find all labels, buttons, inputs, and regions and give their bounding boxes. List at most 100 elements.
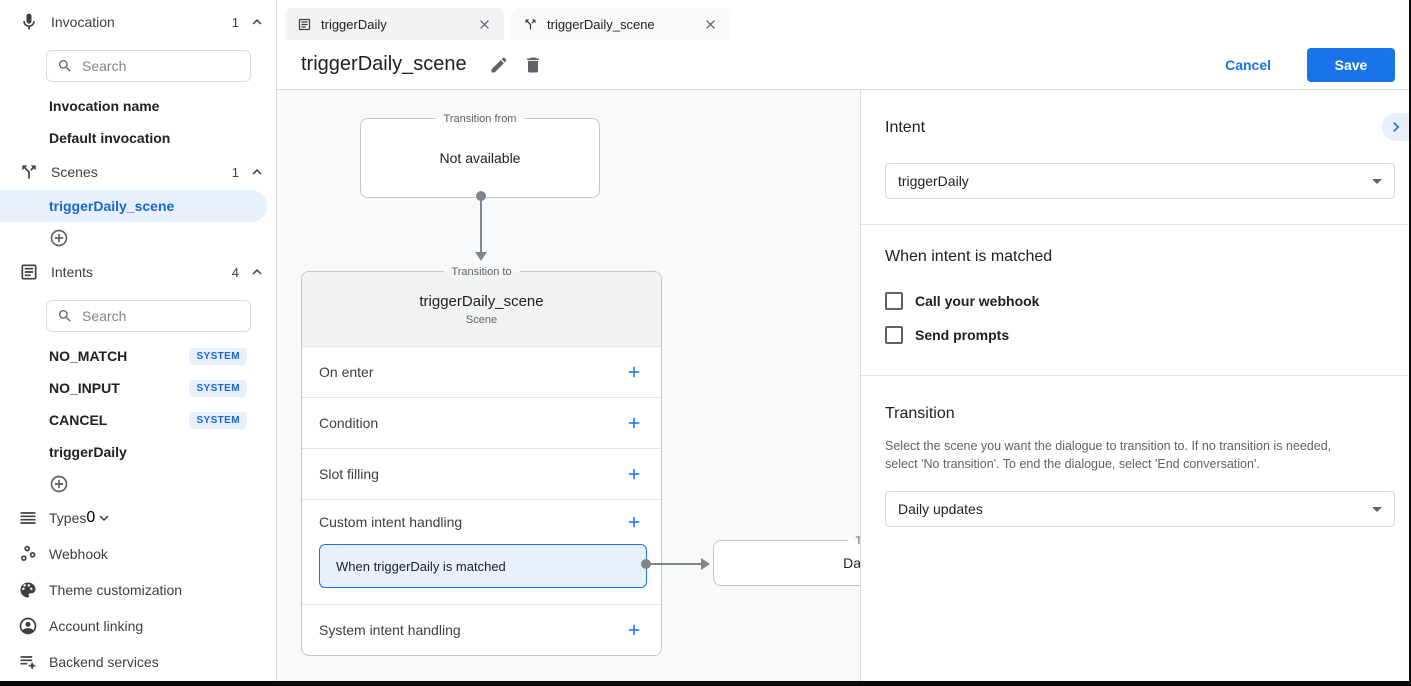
sidebar-section-intents[interactable]: Intents 4 — [0, 256, 276, 288]
row-label: Slot filling — [319, 466, 379, 482]
sidebar-item-no-input[interactable]: NO_INPUT SYSTEM — [0, 372, 276, 404]
sidebar-section-invocation[interactable]: Invocation 1 — [0, 6, 276, 38]
intent-select-value: triggerDaily — [898, 173, 969, 189]
chevron-up-icon — [248, 263, 266, 281]
custom-intent-row[interactable]: Custom intent handling — [302, 500, 661, 544]
system-badge: SYSTEM — [189, 347, 247, 365]
backend-services-icon — [18, 652, 38, 672]
connector-line — [649, 563, 701, 565]
scene-row-on-enter[interactable]: On enter — [302, 346, 661, 397]
search-icon — [57, 58, 73, 74]
delete-icon[interactable] — [523, 55, 543, 75]
search-input[interactable] — [82, 308, 222, 324]
node-content: Daily updates — [843, 555, 860, 571]
sidebar-item-default-invocation[interactable]: Default invocation — [0, 122, 276, 154]
connector-arrow-icon — [475, 252, 487, 261]
save-button[interactable]: Save — [1307, 47, 1395, 82]
search-input[interactable] — [82, 58, 222, 74]
call-webhook-checkbox-row[interactable]: Call your webhook — [885, 292, 1395, 310]
sidebar-item-no-match[interactable]: NO_MATCH SYSTEM — [0, 340, 276, 372]
scene-node-title: triggerDaily_scene — [419, 292, 544, 310]
cancel-button[interactable]: Cancel — [1225, 56, 1271, 73]
section-label: Types — [49, 510, 87, 526]
checkbox-unchecked[interactable] — [885, 292, 903, 310]
sidebar-item-triggerdaily-intent[interactable]: triggerDaily — [0, 436, 276, 468]
scene-node: Transition to triggerDaily_scene Scene O… — [301, 264, 662, 656]
transition-from-node: Transition from Not available — [360, 111, 600, 198]
item-label: Account linking — [49, 618, 144, 634]
invocation-search[interactable] — [46, 50, 251, 82]
sidebar-item-triggerdaily-scene[interactable]: triggerDaily_scene — [0, 190, 267, 222]
item-label: CANCEL — [49, 412, 108, 428]
sidebar-item-cancel-intent[interactable]: CANCEL SYSTEM — [0, 404, 276, 436]
scene-row-slot-filling[interactable]: Slot filling — [302, 448, 661, 499]
intent-icon — [18, 262, 40, 282]
scene-row-system-intent-handling[interactable]: System intent handling — [302, 604, 661, 655]
matched-heading: When intent is matched — [885, 248, 1053, 265]
sidebar: Invocation 1 Invocation name Default inv… — [0, 0, 277, 681]
tab-triggerdaily-scene[interactable]: triggerDaily_scene — [511, 8, 730, 40]
item-label: triggerDaily — [49, 444, 127, 460]
add-icon[interactable] — [625, 621, 643, 639]
system-badge: SYSTEM — [189, 411, 247, 429]
row-label: Condition — [319, 415, 379, 431]
connector-line — [480, 196, 482, 252]
intent-select[interactable]: triggerDaily — [885, 163, 1395, 199]
sidebar-item-account-linking[interactable]: Account linking — [0, 608, 276, 644]
node-legend: Transition to — [847, 533, 860, 549]
sidebar-item-webhook[interactable]: Webhook — [0, 536, 276, 572]
collapse-panel-button[interactable] — [1382, 113, 1409, 141]
sidebar-section-scenes[interactable]: Scenes 1 — [0, 156, 276, 188]
item-label: Theme customization — [49, 582, 183, 598]
section-count: 0 — [86, 509, 96, 526]
transition-description: Select the scene you want the dialogue t… — [885, 439, 1332, 471]
chevron-down-icon — [95, 509, 113, 527]
item-label: Invocation name — [49, 98, 160, 114]
intent-heading: Intent — [885, 119, 926, 136]
transition-target-node[interactable]: Transition to Daily updates — [713, 533, 860, 586]
item-label: Webhook — [49, 546, 108, 562]
system-badge: SYSTEM — [189, 379, 247, 397]
scene-row-condition[interactable]: Condition — [302, 397, 661, 448]
add-icon[interactable] — [625, 363, 643, 381]
add-icon[interactable] — [625, 513, 643, 531]
scene-node-header[interactable]: triggerDaily_scene Scene — [302, 272, 661, 346]
intents-search[interactable] — [46, 300, 251, 332]
item-label: Default invocation — [49, 130, 171, 146]
divider — [861, 375, 1409, 376]
send-prompts-checkbox-row[interactable]: Send prompts — [885, 326, 1395, 344]
item-label: triggerDaily_scene — [49, 198, 175, 214]
add-icon[interactable] — [625, 414, 643, 432]
chevron-right-icon — [1386, 117, 1406, 137]
transition-select-value: Daily updates — [898, 501, 983, 517]
transition-select[interactable]: Daily updates — [885, 491, 1395, 527]
add-circle-icon — [49, 474, 69, 494]
add-scene-button[interactable] — [0, 222, 276, 254]
types-icon — [18, 508, 38, 528]
scene-canvas: Transition from Not available Transition… — [277, 90, 860, 681]
scene-node-subtitle: Scene — [465, 313, 498, 326]
tab-label: triggerDaily_scene — [547, 16, 655, 32]
tab-triggerdaily[interactable]: triggerDaily — [285, 8, 504, 40]
matched-intent-item[interactable]: When triggerDaily is matched — [319, 544, 647, 588]
sidebar-item-backend-services[interactable]: Backend services — [0, 644, 276, 680]
checkbox-unchecked[interactable] — [885, 326, 903, 344]
checkbox-label: Send prompts — [915, 327, 1010, 343]
close-icon[interactable] — [477, 17, 492, 32]
chevron-up-icon — [248, 163, 266, 181]
sidebar-section-types[interactable]: Types 0 — [0, 500, 276, 536]
checkbox-label: Call your webhook — [915, 293, 1040, 309]
add-icon[interactable] — [625, 465, 643, 483]
row-label: System intent handling — [319, 622, 461, 638]
sidebar-item-invocation-name[interactable]: Invocation name — [0, 90, 276, 122]
node-legend: Transition from — [435, 111, 525, 127]
edit-icon[interactable] — [489, 55, 509, 75]
tab-strip: triggerDaily triggerDaily_scene — [277, 0, 1409, 40]
transition-heading: Transition — [885, 405, 955, 422]
detail-panel: Intent triggerDaily When intent is match… — [860, 90, 1409, 681]
sidebar-item-theme-customization[interactable]: Theme customization — [0, 572, 276, 608]
divider — [861, 224, 1409, 225]
close-icon[interactable] — [703, 17, 718, 32]
add-intent-button[interactable] — [0, 468, 276, 500]
